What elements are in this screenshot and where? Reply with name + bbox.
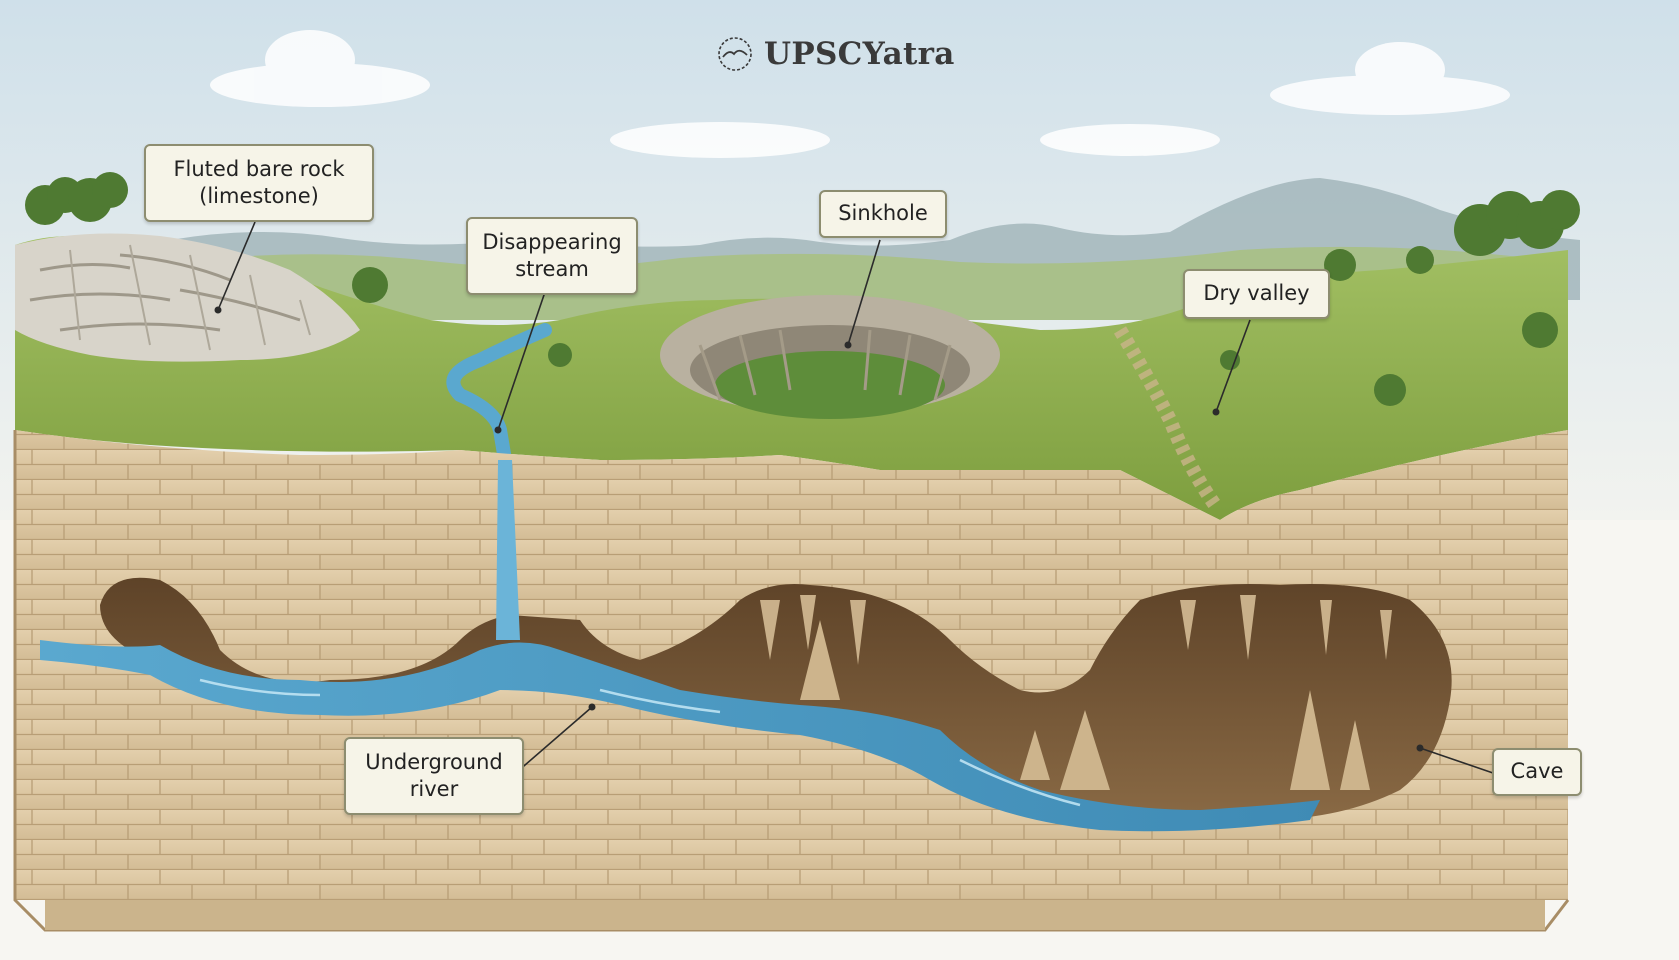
brand: UPSCYatra — [716, 30, 955, 78]
sinkhole — [660, 295, 1000, 419]
trees — [25, 172, 1580, 406]
dry-valley-path — [1113, 326, 1221, 510]
label-sinkhole: Sinkhole — [819, 190, 947, 238]
label-dry-valley: Dry valley — [1183, 269, 1330, 319]
label-line: Cave — [1510, 759, 1564, 784]
stalactites — [760, 595, 1392, 665]
label-line: stream — [515, 257, 589, 281]
label-cave: Cave — [1492, 748, 1582, 796]
label-underground-river: Underground river — [344, 737, 524, 815]
mountain-circle-icon — [718, 37, 752, 71]
label-line: river — [409, 777, 459, 801]
stalagmites — [800, 620, 1370, 790]
label-line: Dry valley — [1203, 281, 1310, 306]
clouds — [210, 30, 1510, 158]
leader-dots — [214, 306, 1424, 752]
label-line: Fluted bare rock — [173, 156, 345, 181]
surface-stream — [446, 323, 552, 467]
label-line: (limestone) — [199, 184, 319, 208]
fluted-limestone-outcrop — [15, 233, 360, 362]
label-disappearing-stream: Disappearing stream — [466, 217, 638, 295]
label-line: Underground — [365, 749, 503, 774]
label-line: Disappearing — [482, 229, 622, 254]
underground-river — [40, 640, 1320, 832]
label-line: Sinkhole — [838, 201, 928, 226]
waterfall — [496, 460, 520, 640]
brand-name: UPSCYatra — [764, 36, 955, 72]
label-fluted-bare-rock: Fluted bare rock (limestone) — [144, 144, 374, 222]
cave-cavity — [100, 577, 1452, 824]
